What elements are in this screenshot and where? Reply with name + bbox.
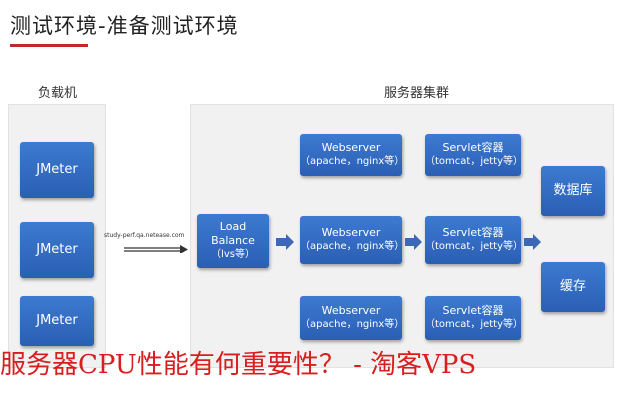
webserver-name: Webserver	[321, 304, 381, 317]
webserver-detail: （apache，nginx等）	[300, 241, 405, 252]
lb-to-web-arrow	[276, 234, 294, 250]
database-label: 数据库	[553, 183, 593, 198]
watermark-text: 服务器CPU性能有何重要性？ - 淘客VPS	[0, 350, 477, 380]
servlet-box-1: Servlet容器 （tomcat，jetty等）	[425, 134, 524, 176]
left-section-label: 负载机	[38, 86, 78, 101]
jmeter-box-3: JMeter	[20, 296, 94, 346]
servlet-name: Servlet容器	[442, 226, 504, 239]
servlet-detail: （tomcat，jetty等）	[425, 319, 524, 330]
database-box: 数据库	[541, 166, 605, 216]
web-to-servlet-arrow	[405, 234, 422, 250]
right-section-label: 服务器集群	[384, 86, 450, 101]
page-title: 测试环境-准备测试环境	[10, 14, 239, 38]
jmeter-label: JMeter	[36, 162, 78, 177]
webserver-name: Webserver	[321, 226, 381, 239]
webserver-box-3: Webserver （apache，nginx等）	[300, 296, 405, 340]
load-balance-box: Load Balance （lvs等）	[197, 214, 269, 268]
servlet-detail: （tomcat，jetty等）	[425, 156, 524, 167]
jmeter-box-2: JMeter	[20, 222, 94, 278]
jmeter-to-lb-arrow	[124, 245, 188, 253]
webserver-detail: （apache，nginx等）	[300, 156, 405, 167]
servlet-detail: （tomcat，jetty等）	[425, 241, 524, 252]
jmeter-label: JMeter	[36, 313, 78, 328]
webserver-box-1: Webserver （apache，nginx等）	[300, 134, 405, 176]
servlet-to-storage-arrow	[524, 234, 541, 250]
servlet-box-3: Servlet容器 （tomcat，jetty等）	[425, 296, 524, 340]
jmeter-box-1: JMeter	[20, 142, 94, 198]
webserver-detail: （apache，nginx等）	[300, 319, 405, 330]
cache-box: 缓存	[541, 262, 605, 312]
servlet-box-2: Servlet容器 （tomcat，jetty等）	[425, 216, 524, 264]
webserver-name: Webserver	[321, 141, 381, 154]
cache-label: 缓存	[559, 279, 586, 294]
jmeter-label: JMeter	[36, 242, 78, 257]
link-label: study-perf.qa.netease.com	[104, 232, 185, 239]
servlet-name: Servlet容器	[442, 141, 504, 154]
title-underline	[10, 44, 88, 47]
webserver-box-2: Webserver （apache，nginx等）	[300, 216, 405, 264]
servlet-name: Servlet容器	[442, 304, 504, 317]
load-balance-name: Load Balance	[211, 220, 255, 247]
load-balance-detail: （lvs等）	[211, 249, 255, 260]
